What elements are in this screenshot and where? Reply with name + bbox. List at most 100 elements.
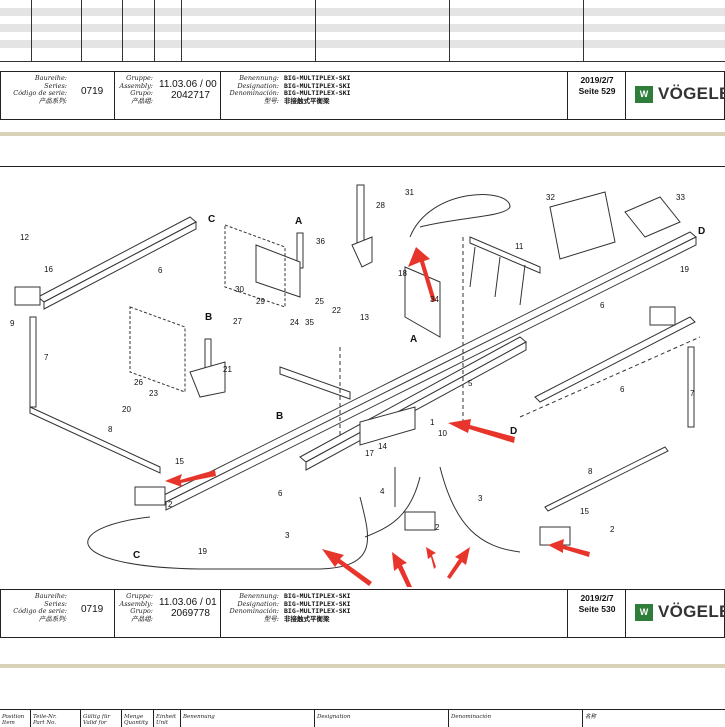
callout-24: 24 <box>290 318 299 327</box>
callout-18-upper: 18 <box>398 269 407 278</box>
callout-34: 34 <box>430 295 439 304</box>
table-column-divider <box>181 0 182 62</box>
callout-30: 30 <box>235 285 244 294</box>
callout-c-lower: C <box>133 550 141 561</box>
table-row <box>0 24 725 32</box>
callout-19-lower: 19 <box>198 547 207 556</box>
group-number: 11.03.06 / 00 <box>159 79 217 90</box>
callout-8-left: 8 <box>108 425 113 434</box>
callout-d-lower: D <box>510 426 518 437</box>
table-column-divider <box>154 0 155 62</box>
vogele-logo-icon: W <box>635 604 653 621</box>
group-number: 11.03.06 / 01 <box>159 597 217 608</box>
callout-20: 20 <box>122 405 131 414</box>
designation-values: BIG-MULTIPLEX-SKI BIG-MULTIPLEX-SKI BIG-… <box>284 592 351 623</box>
group-part-number: 2069778 <box>171 608 210 619</box>
previous-parts-table <box>0 0 725 62</box>
callout-3-bottom: 3 <box>285 531 290 540</box>
callout-15-right: 15 <box>580 507 589 516</box>
callout-16-left: 16 <box>44 265 53 274</box>
group-labels: Gruppe: Assembly: Grupo: 产品组: <box>119 74 153 105</box>
callout-11-upper: 11 <box>515 242 524 251</box>
series-cell: Baureihe: Series: Código de serie: 产品系列:… <box>1 590 115 637</box>
designation-values: BIG-MULTIPLEX-SKI BIG-MULTIPLEX-SKI BIG-… <box>284 74 351 105</box>
series-value: 0719 <box>81 86 104 97</box>
col-benennung: Benennung <box>181 710 315 727</box>
table-column-divider <box>583 0 584 62</box>
table-bottom-rule <box>0 61 725 62</box>
callout-15-left: 15 <box>175 457 184 466</box>
callout-23: 23 <box>149 389 158 398</box>
callout-7-left: 7 <box>44 353 49 362</box>
callout-21: 21 <box>223 365 232 374</box>
table-column-divider <box>81 0 82 62</box>
callout-2-right: 2 <box>610 525 615 534</box>
table-row <box>0 40 725 48</box>
logo-cell: W VÖGELE <box>626 590 725 637</box>
col-chinese-name: 名称 <box>585 714 597 720</box>
callout-14: 14 <box>378 442 387 451</box>
series-value: 0719 <box>81 604 104 615</box>
page-number: Seite 529 <box>578 86 616 96</box>
callout-19-right: 19 <box>680 265 689 274</box>
callout-32: 32 <box>546 193 555 202</box>
issue-date: 2019/2/7 <box>580 593 614 603</box>
designation-labels: Benennung: Designation: Denominación: 型号… <box>229 74 279 105</box>
callout-6-beam: 6 <box>600 301 605 310</box>
date-page-cell: 2019/2/7 Seite 529 <box>568 72 626 119</box>
callout-b-upper: B <box>205 312 213 323</box>
vogele-logo-text: VÖGELE <box>658 602 725 621</box>
group-cell: Gruppe: Assembly: Grupo: 产品组: 11.03.06 /… <box>115 590 221 637</box>
page-separator <box>0 132 725 136</box>
col-designation: Designation <box>315 710 449 727</box>
table-row <box>0 8 725 16</box>
callout-28: 28 <box>376 201 385 210</box>
callout-6-right: 6 <box>620 385 625 394</box>
table-column-divider <box>31 0 32 62</box>
callout-22-center: 22 <box>332 306 341 315</box>
date-page-cell: 2019/2/7 Seite 530 <box>568 590 626 637</box>
table-column-divider <box>315 0 316 62</box>
col-part-no: Teile-Nr.Part No. <box>31 710 81 727</box>
callout-2-left: 2 <box>168 500 173 509</box>
group-cell: Gruppe: Assembly: Grupo: 产品组: 11.03.06 /… <box>115 72 221 119</box>
callout-17: 17 <box>365 449 374 458</box>
page-separator <box>0 664 725 668</box>
series-labels: Baureihe: Series: Código de serie: 产品系列: <box>13 592 67 623</box>
page-number: Seite 530 <box>578 604 616 614</box>
callout-1: 1 <box>430 418 435 427</box>
exploded-assembly-drawing: 31 28 32 33 C A 36 D 12 16 6 11 19 30 29… <box>0 166 725 587</box>
callout-12-left: 12 <box>20 233 29 242</box>
callout-a-lower: A <box>410 334 418 345</box>
callout-10: 10 <box>438 429 447 438</box>
callout-29: 29 <box>256 297 265 306</box>
callout-3-right: 3 <box>478 494 483 503</box>
callout-a-upper: A <box>295 216 303 227</box>
assembly-line-art <box>14 184 701 587</box>
title-block-page-529: Baureihe: Series: Código de serie: 产品系列:… <box>0 71 725 120</box>
issue-date: 2019/2/7 <box>580 75 614 85</box>
designation-cell: Benennung: Designation: Denominación: 型号… <box>221 72 568 119</box>
highlight-arrows <box>165 247 590 587</box>
table-column-divider <box>122 0 123 62</box>
callout-6-lower: 6 <box>278 489 283 498</box>
callout-27: 27 <box>233 317 242 326</box>
title-block-page-530: Baureihe: Series: Código de serie: 产品系列:… <box>0 589 725 638</box>
group-labels: Gruppe: Assembly: Grupo: 产品组: <box>119 592 153 623</box>
designation-cell: Benennung: Designation: Denominación: 型号… <box>221 590 568 637</box>
designation-labels: Benennung: Designation: Denominación: 型号… <box>229 592 279 623</box>
callout-26: 26 <box>134 378 143 387</box>
callout-6-left: 6 <box>158 266 163 275</box>
vogele-logo-text: VÖGELE <box>658 84 725 103</box>
vogele-logo-icon: W <box>635 86 653 103</box>
table-column-divider <box>449 0 450 62</box>
series-cell: Baureihe: Series: Código de serie: 产品系列:… <box>1 72 115 119</box>
callout-31: 31 <box>405 188 414 197</box>
callout-4: 4 <box>380 487 385 496</box>
callout-2-center: 2 <box>435 523 440 532</box>
